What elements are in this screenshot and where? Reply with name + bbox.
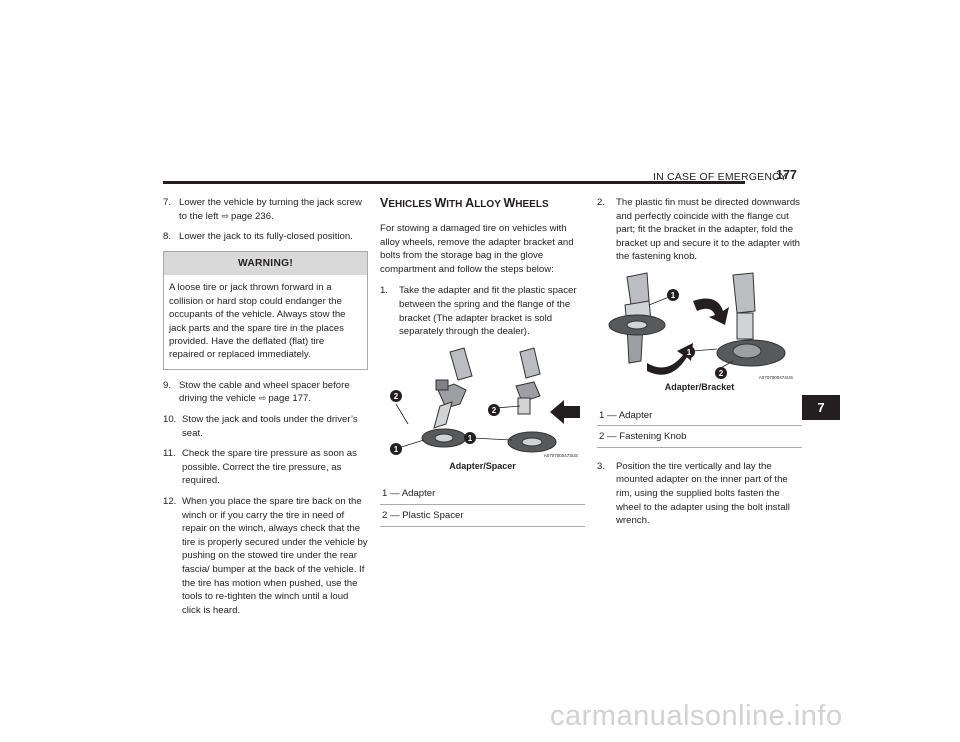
section-heading: VEHICLES WITH ALLOY WHEELS <box>380 196 549 210</box>
step-text: Lower the jack to its fully-closed posit… <box>179 231 353 243</box>
callout-1-marker <box>667 288 679 301</box>
step-text: The plastic fin must be directed downwar… <box>616 197 800 263</box>
callout-2-marker <box>488 403 500 416</box>
step-number: 12. <box>163 495 177 507</box>
step-text: Stow the jack and tools under the driver… <box>182 414 358 439</box>
left-bracket-drawing <box>608 272 666 364</box>
step-text: Position the tire vertically and lay the… <box>616 460 790 527</box>
step-number: 8. <box>163 231 172 243</box>
left-column: 7. Lower the vehicle by turning the jack… <box>163 196 368 624</box>
page-reference-link[interactable]: page 177. <box>268 393 312 405</box>
callout-2-marker <box>715 366 727 379</box>
step-11: 11. Check the spare tire pressure as soo… <box>163 447 368 488</box>
adapter-bracket-illustration: 1 1 2 A0707000474US <box>608 272 793 380</box>
intro-paragraph: For stowing a damaged tire on vehicles w… <box>380 223 574 275</box>
warning-body: A loose tire or jack thrown forward in a… <box>169 282 346 361</box>
warning-box: WARNING! A loose tire or jack thrown for… <box>163 250 368 370</box>
legend-item: 2 — Fastening Knob <box>597 426 802 448</box>
figure-code: A0707000473US <box>544 453 578 458</box>
left-bracket-drawing <box>421 347 473 448</box>
page-reference-link[interactable]: page 236. <box>231 210 274 222</box>
page-reference-arrow-icon: ⇨ <box>258 393 267 404</box>
page-number: 177 <box>776 168 797 182</box>
step-2: 2. The plastic fin must be directed down… <box>597 196 802 264</box>
step-1: 1. Take the adapter and fit the plastic … <box>380 284 585 338</box>
step-number: 10. <box>163 414 177 425</box>
step-7: 7. Lower the vehicle by turning the jack… <box>163 196 368 223</box>
step-number: 3. <box>597 460 606 472</box>
step-text: Take the adapter and fit the plastic spa… <box>399 285 577 338</box>
step-number: 1. <box>380 285 389 297</box>
right-column: 2. The plastic fin must be directed down… <box>597 196 802 535</box>
step-text: When you place the spare tire back on th… <box>182 495 368 616</box>
callout-2-label: 2 <box>719 369 724 378</box>
step-12: 12. When you place the spare tire back o… <box>163 495 368 617</box>
step-10: 10. Stow the jack and tools under the dr… <box>163 413 368 440</box>
step-text: Lower the vehicle by turning the jack sc… <box>179 197 362 222</box>
step-number: 2. <box>597 197 606 208</box>
running-header-title: IN CASE OF EMERGENCY <box>653 171 788 183</box>
legend-item: 1 — Adapter <box>380 483 585 505</box>
right-bracket-drawing <box>716 272 786 367</box>
callout-1-label: 1 <box>468 434 473 443</box>
figure-caption: Adapter/Spacer <box>449 460 516 471</box>
header-rule <box>163 181 745 184</box>
callout-2-label: 2 <box>492 406 497 415</box>
right-bracket-drawing <box>507 347 557 453</box>
callout-1-marker <box>464 431 476 444</box>
step-text: Check the spare tire pressure as soon as… <box>182 448 357 487</box>
direction-arrow-icon <box>550 399 580 424</box>
middle-column: VEHICLES WITH ALLOY WHEELS For stowing a… <box>380 196 585 539</box>
step-number: 7. <box>163 197 172 208</box>
callout-1-marker <box>683 345 695 358</box>
page-reference-arrow-icon: ⇨ <box>221 210 230 221</box>
rotate-arrow-icon <box>647 342 693 375</box>
watermark: carmanualsonline.info <box>550 700 843 732</box>
chapter-tab: 7 <box>802 395 840 420</box>
step-number: 11. <box>163 448 176 460</box>
step-text: Stow the cable and wheel spacer before d… <box>179 379 350 405</box>
legend-item: 2 — Plastic Spacer <box>380 505 585 527</box>
step-9: 9. Stow the cable and wheel spacer befor… <box>163 379 368 406</box>
figure-legend: 1 — Adapter 2 — Fastening Knob <box>597 405 802 448</box>
figure-legend: 1 — Adapter 2 — Plastic Spacer <box>380 483 585 527</box>
figure-code: A0707000474US <box>759 375 793 380</box>
legend-item: 1 — Adapter <box>597 405 802 427</box>
adapter-spacer-illustration: 2 1 2 1 A0707000473US <box>390 347 580 458</box>
callout-2-marker <box>390 389 402 402</box>
warning-title: WARNING! <box>164 251 367 276</box>
callout-1-label: 1 <box>671 291 676 300</box>
step-number: 9. <box>163 379 172 391</box>
step-3: 3. Position the tire vertically and lay … <box>597 460 802 528</box>
rotate-arrow-icon <box>693 298 729 325</box>
callout-1-label: 1 <box>394 445 399 454</box>
step-8: 8. Lower the jack to its fully-closed po… <box>163 230 368 244</box>
callout-1-marker <box>390 442 402 455</box>
callout-2-label: 2 <box>394 392 399 401</box>
callout-1-label: 1 <box>687 348 692 357</box>
figure-caption: Adapter/Bracket <box>664 381 735 392</box>
